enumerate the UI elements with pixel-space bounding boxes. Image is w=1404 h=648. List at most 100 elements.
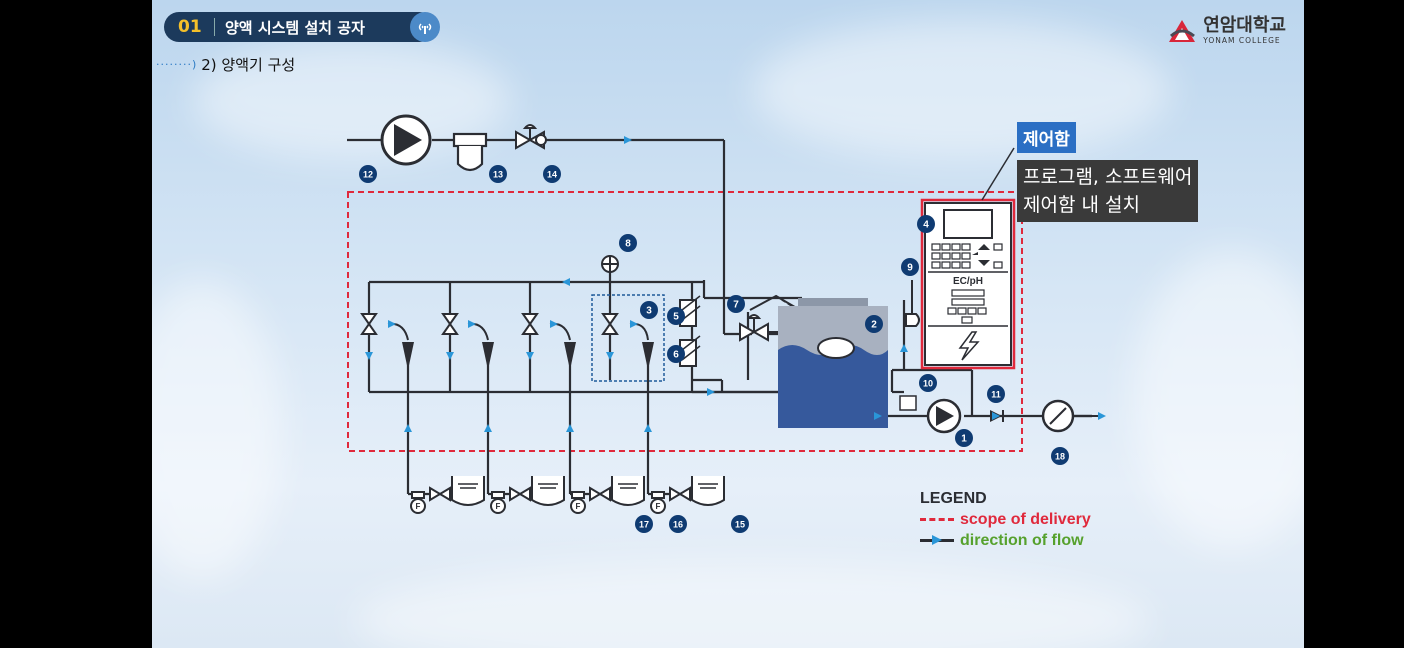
filter-icon <box>490 498 506 514</box>
sub-heading-text: 2) 양액기 구성 <box>201 56 296 74</box>
chevron-up-icon <box>978 244 990 250</box>
logo-mark <box>1169 19 1196 42</box>
dotted-leader-icon: ········) <box>156 58 198 71</box>
control-box-desc-line2: 제어함 내 설치 <box>1023 194 1140 216</box>
chevron-left-icon <box>972 252 978 255</box>
callout-number: 1 <box>961 434 967 445</box>
valve-icon <box>669 486 691 502</box>
filter-letter: F <box>576 502 581 511</box>
callout-badge <box>1051 447 1069 465</box>
component-10 <box>899 395 917 411</box>
pump-icon <box>380 114 432 166</box>
control-box-description: 프로그램, 소프트웨어 제어함 내 설치 <box>1017 160 1199 222</box>
pump-icon <box>926 398 962 434</box>
section-header: 01 양액 시스템 설치 공자 <box>164 12 440 42</box>
callout-badge <box>489 165 507 183</box>
section-divider <box>214 18 215 36</box>
control-box-title: 제어함 <box>1017 122 1076 153</box>
legend-title: LEGEND <box>920 489 987 507</box>
callout-number: 5 <box>673 312 679 323</box>
callout-number: 2 <box>871 320 877 331</box>
filter-letter: F <box>656 502 661 511</box>
callout-badge <box>917 215 935 233</box>
callout-number: 11 <box>991 390 1001 400</box>
logo-name-ko: 연암대학교 <box>1203 15 1286 36</box>
filter-icon <box>411 491 425 499</box>
callout-badge <box>987 385 1005 403</box>
system-diagram: F F F F <box>347 114 1106 533</box>
dosing-tank-d <box>691 476 725 506</box>
filter-letter: F <box>416 502 421 511</box>
filter-icon <box>570 498 586 514</box>
valve-icon <box>601 313 619 335</box>
sensor-9 <box>905 280 920 327</box>
gauge-icon <box>1041 399 1098 433</box>
callout-badge <box>865 315 883 333</box>
callout-badge <box>635 515 653 533</box>
valve-icon <box>589 486 611 502</box>
filter-icon <box>491 491 505 499</box>
callout-badge <box>901 258 919 276</box>
callout-number: 10 <box>923 379 933 389</box>
college-logo: 연암대학교 YONAM COLLEGE <box>1167 16 1286 45</box>
filter-icon <box>650 498 666 514</box>
callout-badge <box>955 429 973 447</box>
scope-of-delivery-boundary <box>347 191 1023 452</box>
filter-icon <box>452 132 488 172</box>
callout-number: 6 <box>673 350 679 361</box>
dosing-tank-c <box>611 476 645 506</box>
callout-number: 16 <box>673 520 683 530</box>
legend-flow-swatch <box>920 535 954 545</box>
callout-number: 8 <box>625 239 631 250</box>
legend-flow-label: direction of flow <box>960 531 1084 549</box>
callout-number: 13 <box>493 170 503 180</box>
callout-number: 18 <box>1055 452 1065 462</box>
valve-icon <box>441 313 459 335</box>
dosing-tank-a <box>451 476 485 506</box>
dosing-unit-box <box>591 294 665 382</box>
callout-badge <box>731 515 749 533</box>
callout-badge <box>359 165 377 183</box>
section-title: 양액 시스템 설치 공자 <box>225 18 365 37</box>
callout-badge <box>619 234 637 252</box>
valve-icon <box>360 313 378 335</box>
legend-scope-swatch <box>920 518 954 521</box>
chevron-down-icon <box>978 260 990 266</box>
logo-name-en: YONAM COLLEGE <box>1203 36 1281 45</box>
controller-label: EC/pH <box>953 276 983 287</box>
callout-badge <box>727 295 745 313</box>
legend: LEGEND scope of delivery direction of fl… <box>920 488 1091 551</box>
callout-number: 15 <box>735 520 745 530</box>
callout-badge <box>919 374 937 392</box>
filter-letter: F <box>496 502 501 511</box>
callout-number: 3 <box>646 306 652 317</box>
filter-icon <box>571 491 585 499</box>
callout-badge <box>543 165 561 183</box>
controller-unit: EC/pH <box>920 198 1016 370</box>
valve-icon <box>515 124 547 150</box>
dosing-tank-b <box>531 476 565 506</box>
callout-number: 9 <box>907 263 913 274</box>
callout-badge <box>640 301 658 319</box>
callout-number: 12 <box>363 170 373 180</box>
callout-badge <box>669 515 687 533</box>
callout-badge <box>667 307 685 325</box>
callout-number: 4 <box>923 220 929 231</box>
legend-flow-row: direction of flow <box>920 530 1091 551</box>
callout-number: 17 <box>639 520 649 530</box>
valve-icon <box>521 313 539 335</box>
control-box-desc-line1: 프로그램, 소프트웨어 <box>1023 166 1193 188</box>
section-number: 01 <box>178 17 202 37</box>
valve-icon <box>429 486 451 502</box>
sensor-8-icon <box>601 255 619 273</box>
lightning-icon <box>958 331 980 361</box>
check-valve-11 <box>972 410 1042 422</box>
callout-number: 14 <box>547 170 557 180</box>
filter-icon <box>410 498 426 514</box>
filter-icon <box>651 491 665 499</box>
legend-scope-row: scope of delivery <box>920 509 1091 530</box>
callout-number: 7 <box>733 300 739 311</box>
slide: 01 양액 시스템 설치 공자 ········) 2) 양액기 구성 연암대학… <box>152 0 1304 648</box>
sub-heading: ········) 2) 양액기 구성 <box>156 54 295 75</box>
